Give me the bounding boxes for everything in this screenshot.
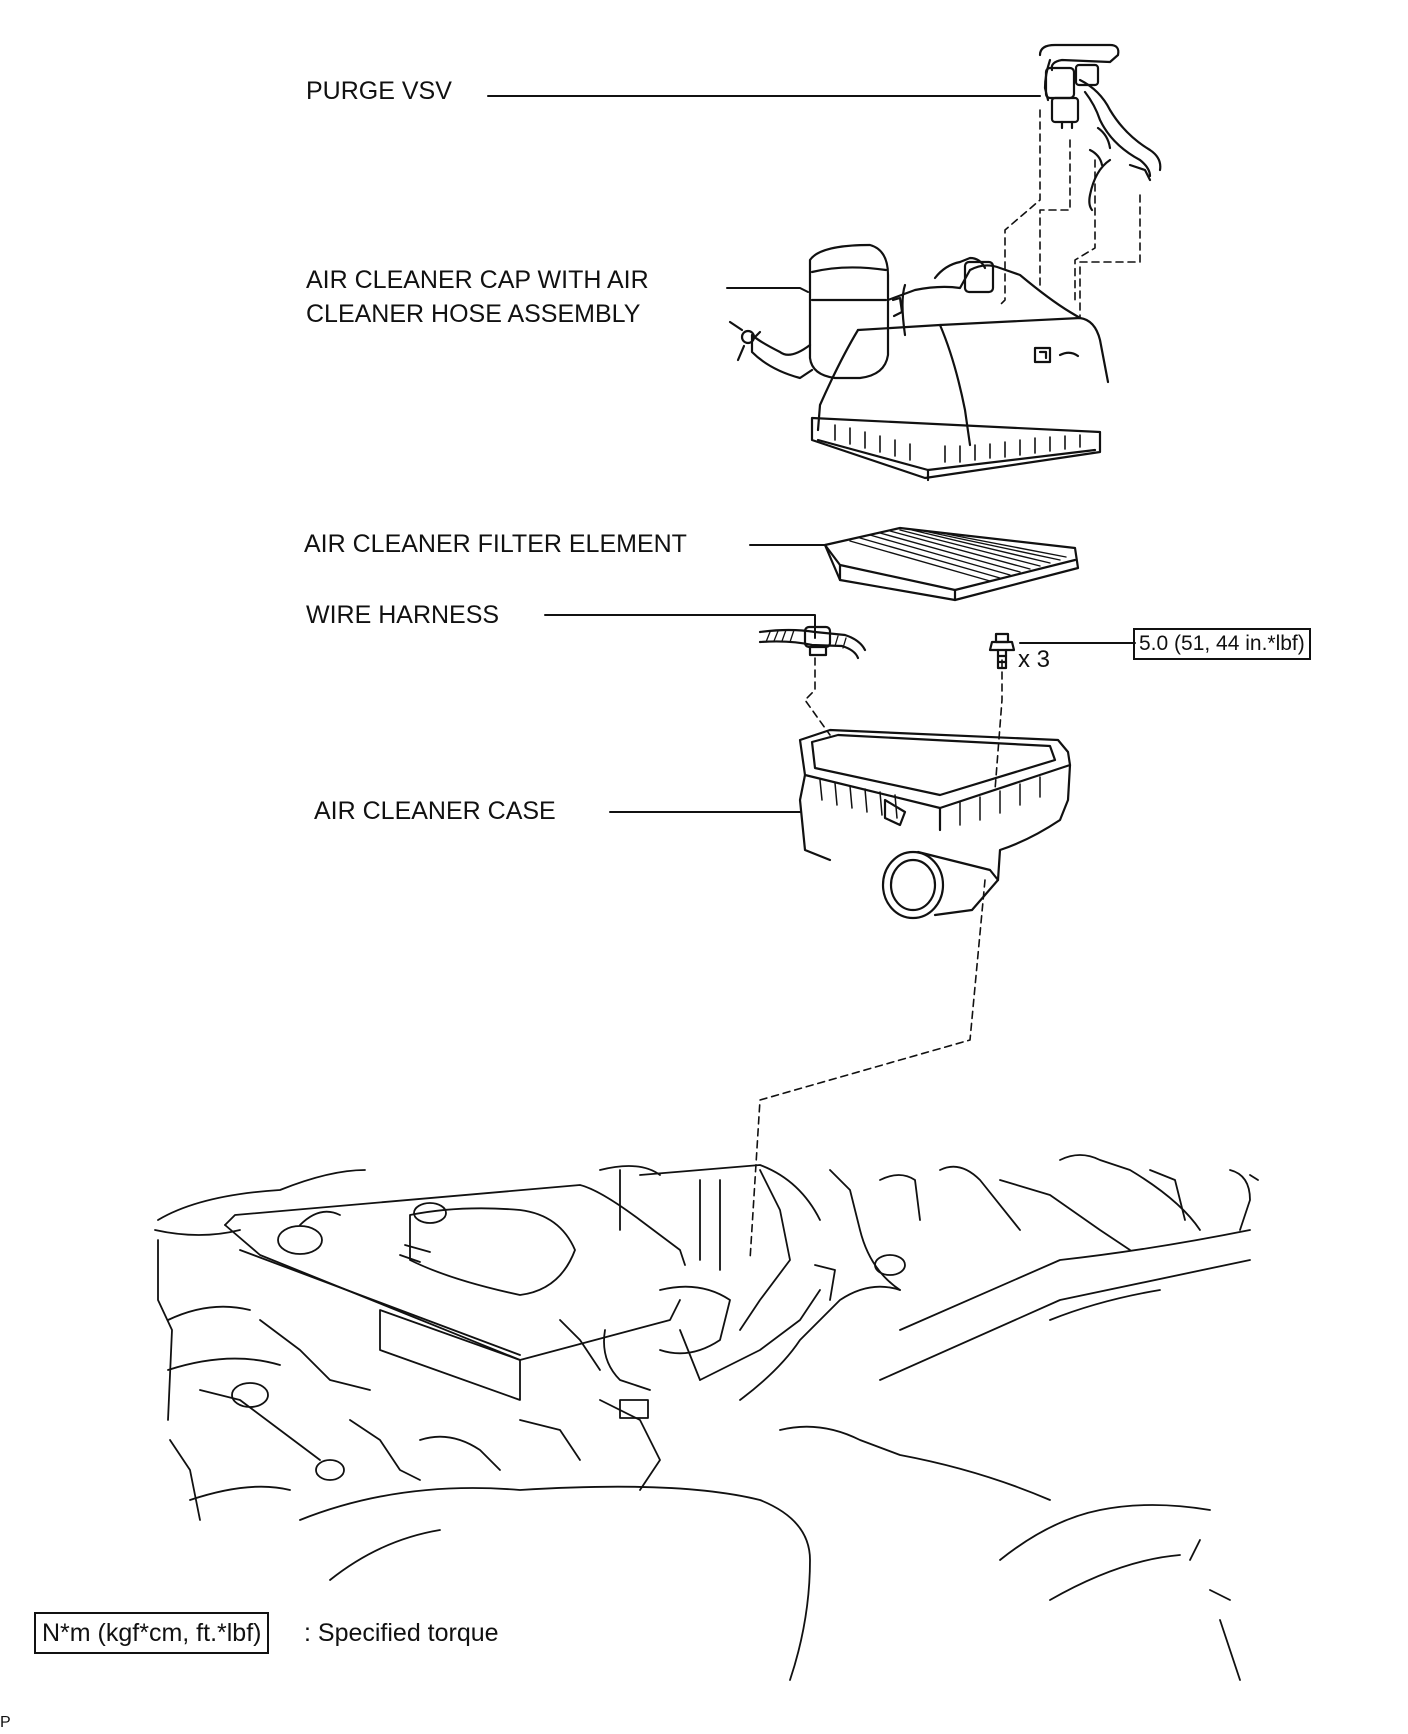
filter-element-drawing [823,526,1080,602]
label-purge-vsv: PURGE VSV [306,77,452,105]
assembly-guide-lines [749,109,1141,1261]
label-air-cleaner-case: AIR CLEANER CASE [314,797,556,825]
torque-spec-box: 5.0 (51, 44 in.*lbf) [1133,628,1311,660]
label-wire-harness: WIRE HARNESS [306,601,500,629]
legend-unit-box: N*m (kgf*cm, ft.*lbf) [34,1612,270,1654]
wire-harness-drawing [758,625,867,660]
bolt-drawing [988,632,1016,670]
engine-bay-drawing [154,1154,1259,1681]
leader-lines [487,95,1136,813]
bolt-quantity: x 3 [1018,646,1051,673]
air-cleaner-cap-drawing [728,243,1110,482]
legend-description: : Specified torque [304,1619,499,1647]
corner-mark: P [0,1714,11,1731]
purge-vsv-drawing [1038,43,1162,212]
label-air-cleaner-cap: AIR CLEANER CAP WITH AIR CLEANER HOSE AS… [306,266,649,328]
label-filter-element: AIR CLEANER FILTER ELEMENT [304,530,687,558]
air-cleaner-case-drawing [798,728,1072,920]
